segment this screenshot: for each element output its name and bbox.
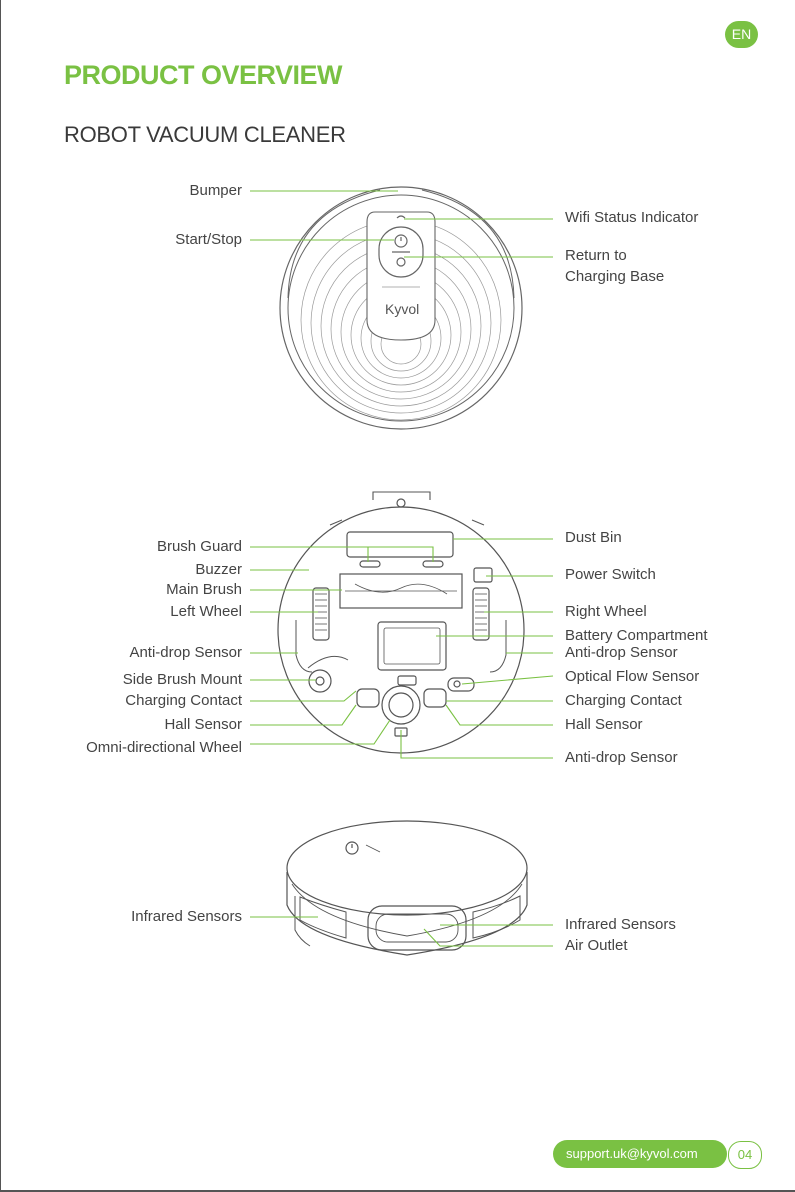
robot-side-view-illustration <box>287 821 527 955</box>
label-left-wheel: Left Wheel <box>170 603 242 621</box>
robot-bottom-view-illustration <box>278 492 524 753</box>
label-hall-sensor-left: Hall Sensor <box>164 716 242 734</box>
label-right-wheel: Right Wheel <box>565 603 647 621</box>
label-wifi-status-indicator: Wifi Status Indicator <box>565 209 698 227</box>
label-side-brush-mount: Side Brush Mount <box>123 671 242 689</box>
label-brush-guard: Brush Guard <box>157 538 242 556</box>
label-buzzer: Buzzer <box>195 561 242 579</box>
label-infrared-sensors-right: Infrared Sensors <box>565 916 676 934</box>
label-charging-base: Charging Base <box>565 268 664 286</box>
label-charging-contact-left: Charging Contact <box>125 692 242 710</box>
label-anti-drop-sensor-rear: Anti-drop Sensor <box>565 749 678 767</box>
label-main-brush: Main Brush <box>166 581 242 599</box>
label-bumper: Bumper <box>189 182 242 200</box>
brand-logo: Kyvol <box>385 301 419 317</box>
label-start-stop: Start/Stop <box>175 231 242 249</box>
label-anti-drop-sensor-right: Anti-drop Sensor <box>565 644 678 662</box>
label-omni-directional-wheel: Omni-directional Wheel <box>86 739 242 757</box>
label-anti-drop-sensor-left: Anti-drop Sensor <box>129 644 242 662</box>
label-air-outlet: Air Outlet <box>565 937 628 955</box>
label-optical-flow-sensor: Optical Flow Sensor <box>565 668 699 686</box>
label-charging-contact-right: Charging Contact <box>565 692 682 710</box>
label-return-to: Return to <box>565 247 627 265</box>
bottom-view-leader-lines <box>250 539 553 758</box>
label-hall-sensor-right: Hall Sensor <box>565 716 643 734</box>
label-battery-compartment: Battery Compartment <box>565 627 708 645</box>
support-email: support.uk@kyvol.com <box>553 1140 727 1168</box>
label-power-switch: Power Switch <box>565 566 656 584</box>
page-number: 04 <box>728 1141 762 1169</box>
label-dust-bin: Dust Bin <box>565 529 622 547</box>
label-infrared-sensors-left: Infrared Sensors <box>131 908 242 926</box>
